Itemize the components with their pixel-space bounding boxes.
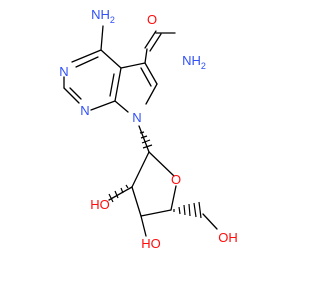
- molecule-structure-diagram: NH2 O NH2 N N N O HO HO OH: [0, 0, 300, 300]
- bond-c5-c4a: [120, 62, 146, 69]
- hash-wedge-c2prime-oh: [108, 184, 129, 203]
- bond-c6-n7: [145, 83, 158, 105]
- bond-c4a-c7a: [114, 67, 122, 102]
- bond-n7-c1prime: [138, 125, 150, 153]
- bond-c5-c6-inner: [140, 67, 152, 87]
- o-amide-label: O: [147, 12, 157, 27]
- atom-label-layer: NH2 O NH2 N N N O HO HO OH: [59, 7, 237, 251]
- oh-3prime-label: HO: [141, 236, 161, 251]
- canvas-background: [0, 0, 300, 300]
- hash-wedge-n7-c1prime: [139, 131, 153, 149]
- bond-c4prime-c3prime: [140, 209, 172, 217]
- bond-amide-c-c5: [144, 48, 148, 64]
- bond-c4a-c7a-inner: [109, 73, 115, 97]
- bond-n1-c7a: [90, 100, 116, 111]
- bond-amide-c-o: [144, 30, 157, 49]
- hash-wedge-c4prime-c5prime: [173, 201, 202, 219]
- bond-o4prime-c4prime: [170, 185, 177, 211]
- bond-c3prime-c2prime: [131, 186, 142, 217]
- bond-c2-n1-inner: [69, 87, 82, 100]
- n-pyrimidine-top-label: N: [59, 64, 68, 79]
- n-pyrimidine-bottom-label: N: [80, 103, 89, 118]
- bond-c4-n3-inner: [75, 56, 99, 68]
- bond-c2-n1: [63, 87, 80, 104]
- bond-c4-n3: [71, 49, 102, 63]
- oh-2prime-label: HO: [90, 197, 110, 212]
- bond-c2prime-c1prime: [131, 151, 150, 188]
- bond-c5prime-oh: [202, 213, 218, 230]
- o-ring-label: O: [171, 172, 181, 187]
- bond-layer: [63, 25, 218, 237]
- bond-c3prime-oh: [140, 215, 147, 237]
- bond-c5-c6: [144, 62, 158, 85]
- oh-5prime-label: OH: [218, 230, 238, 245]
- bond-c4a-c4: [100, 49, 122, 69]
- bond-c2prime-oh: [108, 186, 133, 201]
- bond-n7-c7a: [114, 100, 129, 113]
- nh2-amide-label: NH2: [182, 53, 206, 71]
- n-pyrrole-label: N: [132, 110, 141, 125]
- hashed-wedge-bonds: [108, 131, 202, 219]
- bond-c1prime-o4prime: [148, 151, 175, 177]
- bond-amide-c-o-double: [149, 33, 162, 52]
- nh2-amino-label: NH2: [91, 7, 115, 25]
- bond-c4-nh2: [100, 25, 104, 51]
